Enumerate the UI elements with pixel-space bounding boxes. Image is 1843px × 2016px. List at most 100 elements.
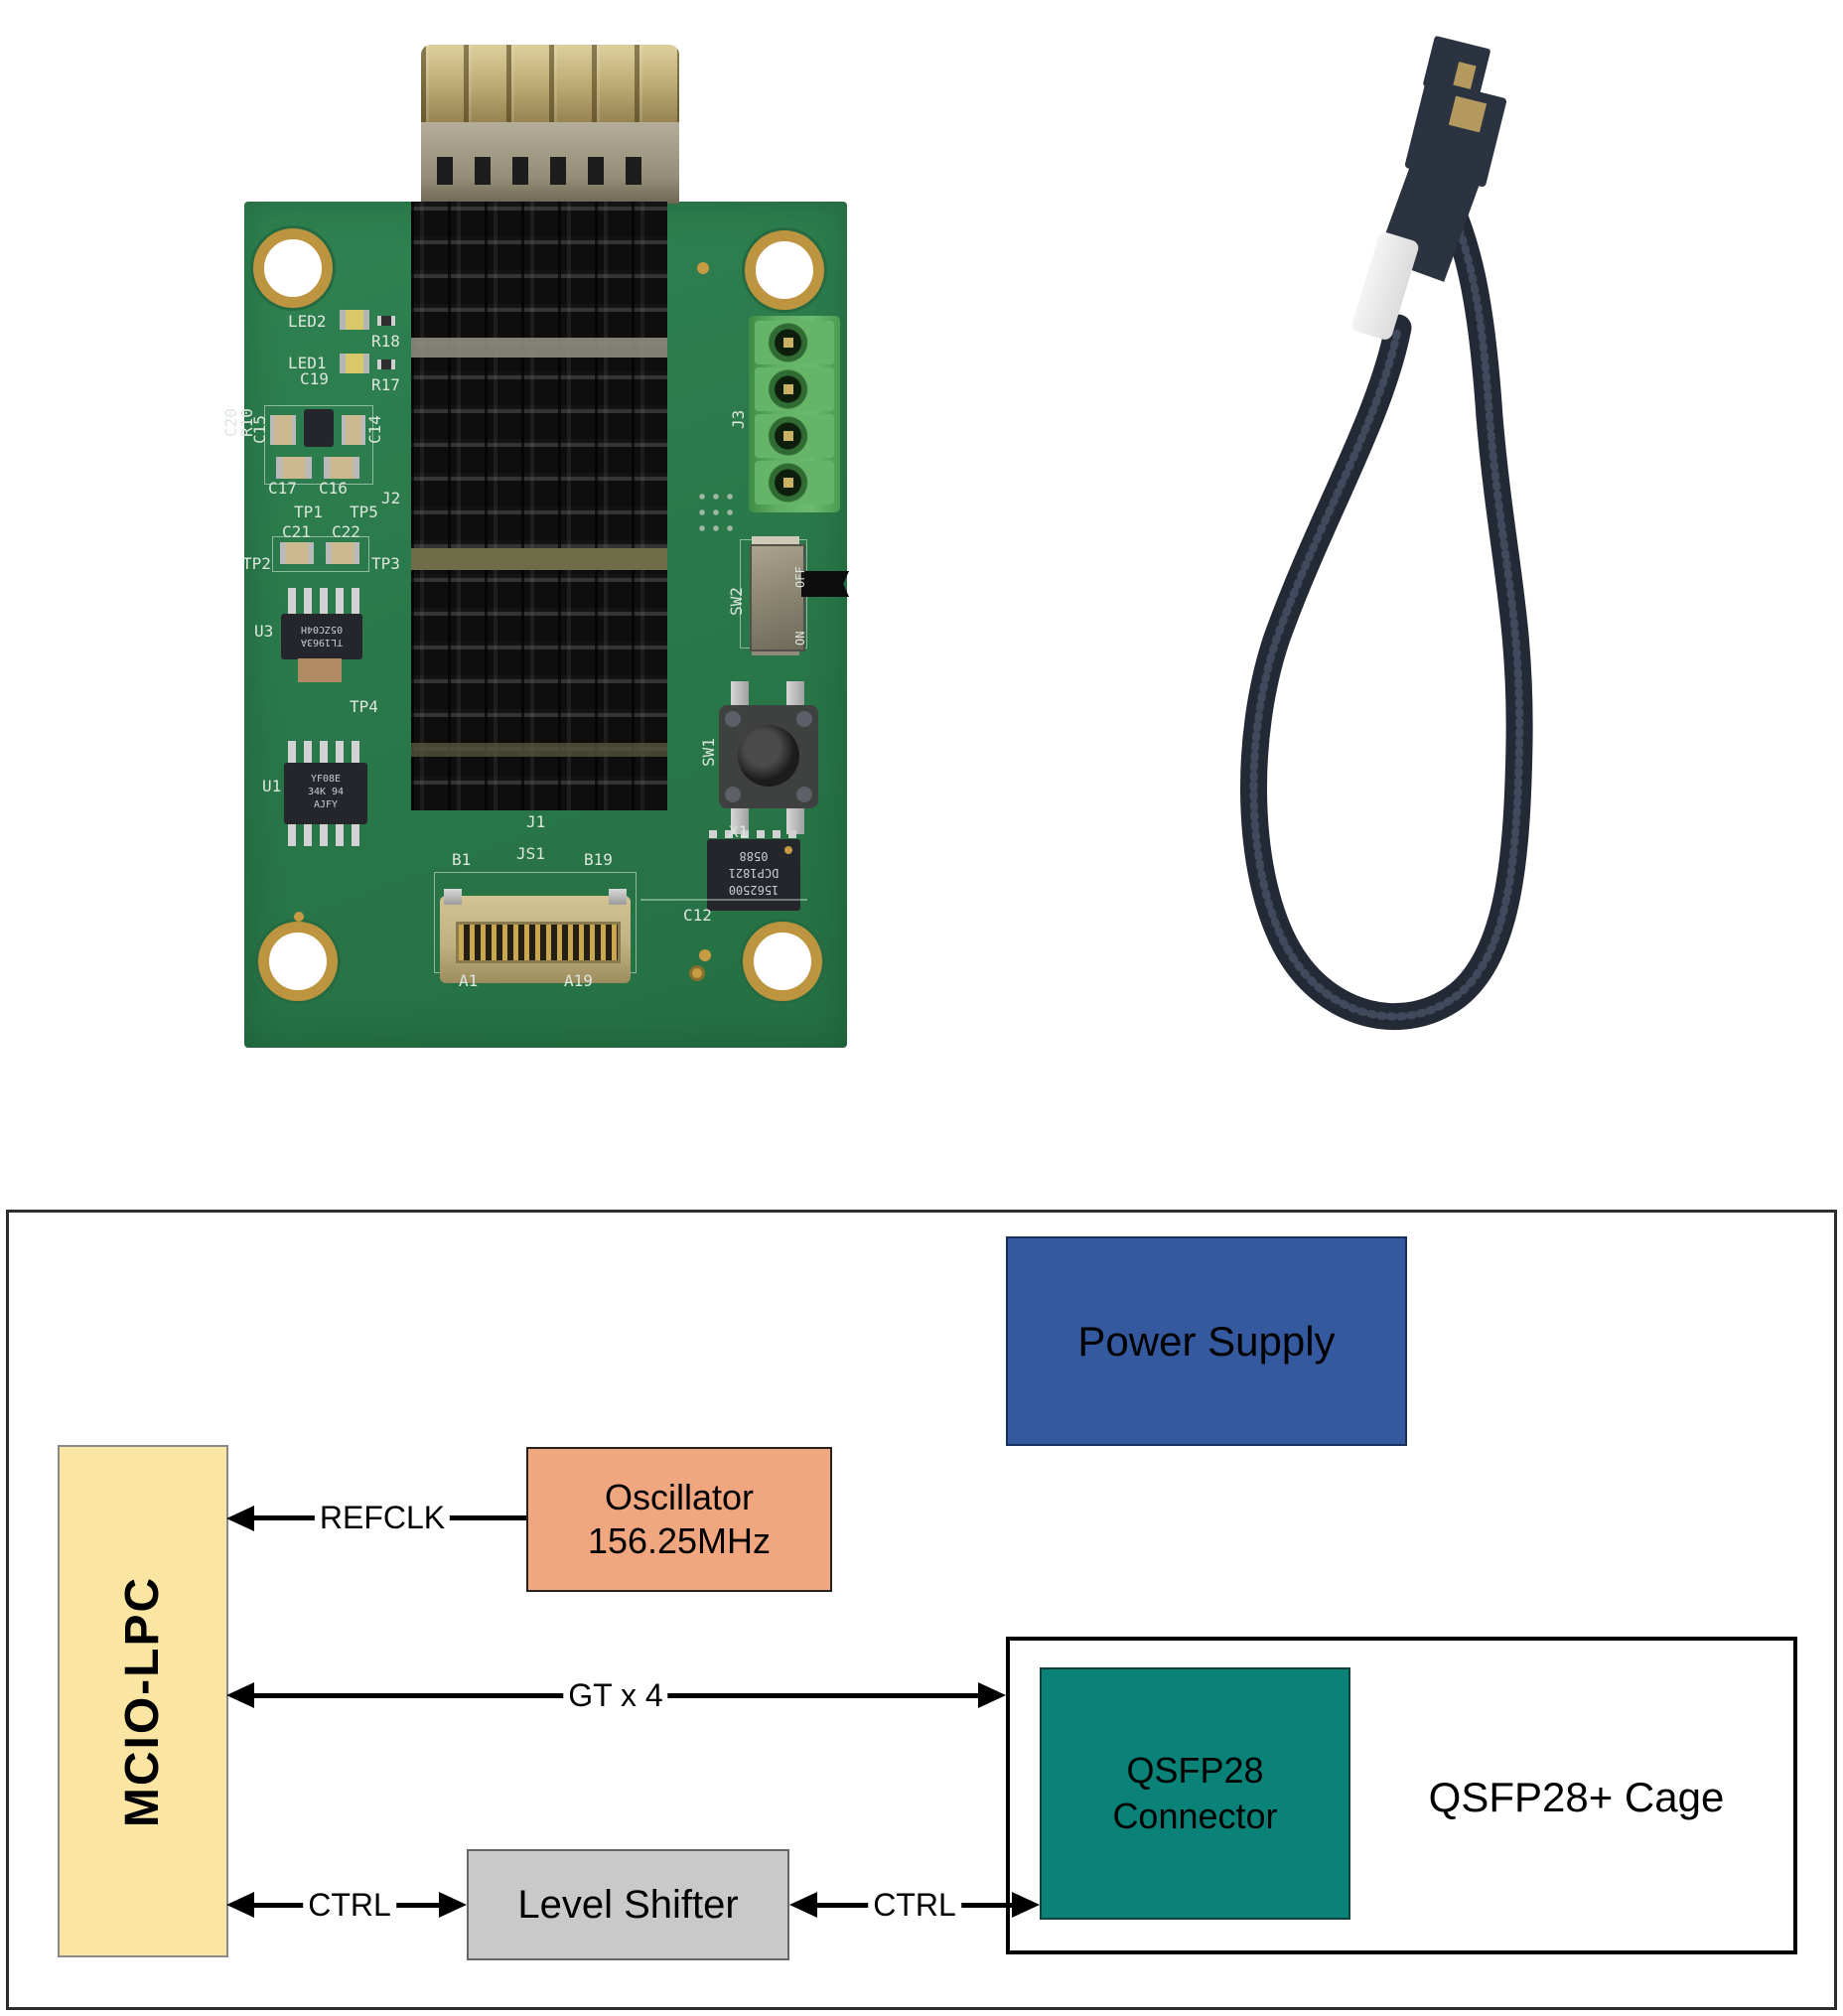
silkscreen-label-c17: C17 [268,479,297,498]
ctrl-right-label: CTRL [868,1887,961,1923]
qsfp28-cage-label: QSFP28+ Cage [1428,1774,1725,1820]
x1-marking: 1562500 [728,883,780,897]
x1-pin1-dot [784,846,792,854]
capacitor [324,457,359,479]
resistor-r18 [377,316,395,326]
silkscreen-outline [264,405,373,485]
silkscreen-label-tp3: TP3 [371,554,400,573]
mounting-hole [745,230,824,310]
silkscreen-label-c22: C22 [332,522,360,541]
u3-marking: 05ZC04H [300,624,344,635]
ic-u2 [304,409,334,447]
heatsink-clip-band [411,743,667,757]
silkscreen-label-j3: J3 [729,409,748,429]
silkscreen-label-led1: LED1 [288,354,327,372]
silkscreen-label-tp4: TP4 [350,697,378,716]
level-shifter-label: Level Shifter [517,1882,739,1927]
x1-marking: DCP1821 [728,866,780,880]
terminal-block-j3 [749,316,840,512]
silkscreen-label-c16: C16 [319,479,348,498]
silkscreen-label-led2: LED2 [288,312,327,331]
sw1-leg [786,681,804,709]
silkscreen-label-c14: C14 [365,415,384,444]
block-oscillator: Oscillator 156.25MHz [526,1447,832,1592]
terminal-pin [783,478,793,488]
silkscreen-label-js1: JS1 [516,844,545,863]
silkscreen-label-x1: X1 [729,822,749,841]
mounting-hole [258,922,338,1001]
silkscreen-label-a1: A1 [459,971,479,990]
silkscreen-label-c19: C19 [300,369,329,388]
silkscreen-label-u3: U3 [254,622,274,641]
terminal-pin [783,384,793,394]
x1-pads [709,830,798,838]
silkscreen-label-off: OFF [793,566,807,588]
sw1-corner-dot [725,711,741,727]
terminal-cell [755,414,834,458]
sw1-leg [731,681,749,709]
qsfp28-connector-label-line1: QSFP28 [1126,1750,1264,1791]
silkscreen-label-a19: A19 [564,971,593,990]
capacitor [270,415,296,445]
silkscreen-label-r17: R17 [371,375,400,394]
qsfp28-connector-label-line2: Connector [1112,1796,1278,1836]
power-supply-label: Power Supply [1077,1317,1336,1365]
ctrl-left-label: CTRL [303,1887,396,1923]
oscillator-label-line2: 156.25MHz [587,1520,772,1561]
pcb-trace [640,899,807,901]
fiducial-mark [699,949,711,961]
led1-component [340,354,369,373]
sw1-corner-dot [725,787,741,802]
sw1-corner-dot [796,787,812,802]
sw1-corner-dot [796,711,812,727]
js1-latch [609,889,627,905]
terminal-pin [783,338,793,348]
u1-marking: 34K 94 [307,787,345,797]
silkscreen-label-tp5: TP5 [350,503,378,521]
capacitor [326,542,359,564]
via-grid [695,489,737,536]
sw2-top-plate [752,536,799,546]
terminal-cell [755,321,834,364]
photo-area: 1562500 DCP1821 0588 TL1963A 05ZC04H YF0… [221,35,1533,1048]
mounting-hole [743,922,822,1001]
u3-pins [288,588,359,614]
fiducial-mark [294,912,304,922]
sw1-leg [786,806,804,834]
silkscreen-outline [272,536,369,572]
silkscreen-label-b19: B19 [584,850,613,869]
fiducial-mark [689,965,705,981]
qsfp-metal-connector [421,45,679,124]
silkscreen-label-b1: B1 [452,850,472,869]
capacitor [276,457,312,479]
block-power-supply: Power Supply [1006,1236,1407,1446]
gt-label: GT x 4 [563,1677,668,1713]
sw1-leg [731,806,749,834]
silkscreen-label-tp2: TP2 [242,554,271,573]
silkscreen-label-sw1: SW1 [699,738,718,767]
refclk-label: REFCLK [314,1500,451,1535]
push-button-sw1 [719,705,818,808]
cable-photo [1240,170,1533,1030]
connector-fins [421,45,679,124]
capacitor [342,415,365,445]
heatsink-clip-band [411,548,667,570]
cable-braid-sheen [1249,180,1524,1021]
oscillator-label-line1: Oscillator [604,1477,755,1517]
heatsink-clip-band [411,338,667,358]
u1-marking: YF08E [310,774,342,785]
silkscreen-label-tp1: TP1 [294,503,323,521]
silkscreen-label-j2: J2 [381,489,401,507]
silkscreen-label-r18: R18 [371,332,400,351]
u1-pins [288,824,363,846]
resistor-r17 [377,360,395,369]
terminal-cell [755,367,834,411]
u3-marking: TL1963A [300,637,344,648]
ctrl-right-arrowhead-right [1012,1892,1040,1918]
slide-switch-sw2 [750,544,805,651]
js1-contact-slot [456,922,621,963]
u1-pins [288,741,363,763]
block-level-shifter: Level Shifter [467,1849,789,1960]
silkscreen-label-j1: J1 [526,812,546,831]
js1-latch [444,889,462,905]
